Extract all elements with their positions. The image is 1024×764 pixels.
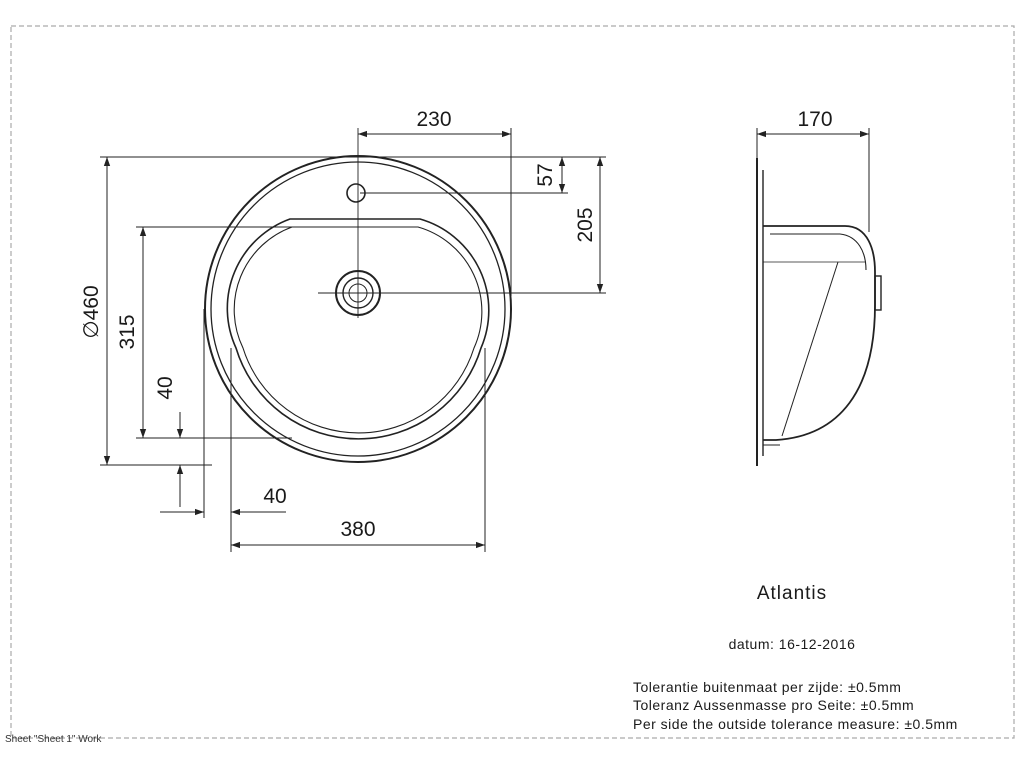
side-drain-stub xyxy=(874,275,882,311)
dim-diameter-460: ∅460 xyxy=(80,285,103,338)
product-name: Atlantis xyxy=(757,583,827,604)
sink-side-view xyxy=(756,158,882,466)
dim-57: 57 xyxy=(534,163,557,186)
side-bowl-shading-line xyxy=(781,261,839,437)
dim-170: 170 xyxy=(797,108,832,131)
dim-230: 230 xyxy=(416,108,451,131)
sheet-border xyxy=(10,25,1015,739)
tolerance-dutch: Tolerantie buitenmaat per zijde: ±0.5mm xyxy=(633,679,901,695)
drawing-date: datum: 16-12-2016 xyxy=(729,636,856,652)
side-bowl-outline xyxy=(763,225,876,441)
sink-top-view xyxy=(204,128,512,463)
dimension-lines xyxy=(100,128,606,552)
side-bowl-inner-line xyxy=(770,233,867,271)
sheet-label: Sheet "Sheet 1" Work xyxy=(5,734,102,745)
bowl-outer-edge xyxy=(226,218,490,440)
bowl-inner-edge xyxy=(233,226,483,434)
dim-380: 380 xyxy=(340,518,375,541)
dim-205: 205 xyxy=(574,207,597,242)
dim-40-vertical: 40 xyxy=(154,376,177,399)
tolerance-german: Toleranz Aussenmasse pro Seite: ±0.5mm xyxy=(633,697,914,713)
dim-40-horizontal: 40 xyxy=(263,485,286,508)
dim-315: 315 xyxy=(116,314,139,349)
tolerance-english: Per side the outside tolerance measure: … xyxy=(633,716,958,732)
side-dimension-lines xyxy=(756,128,870,232)
